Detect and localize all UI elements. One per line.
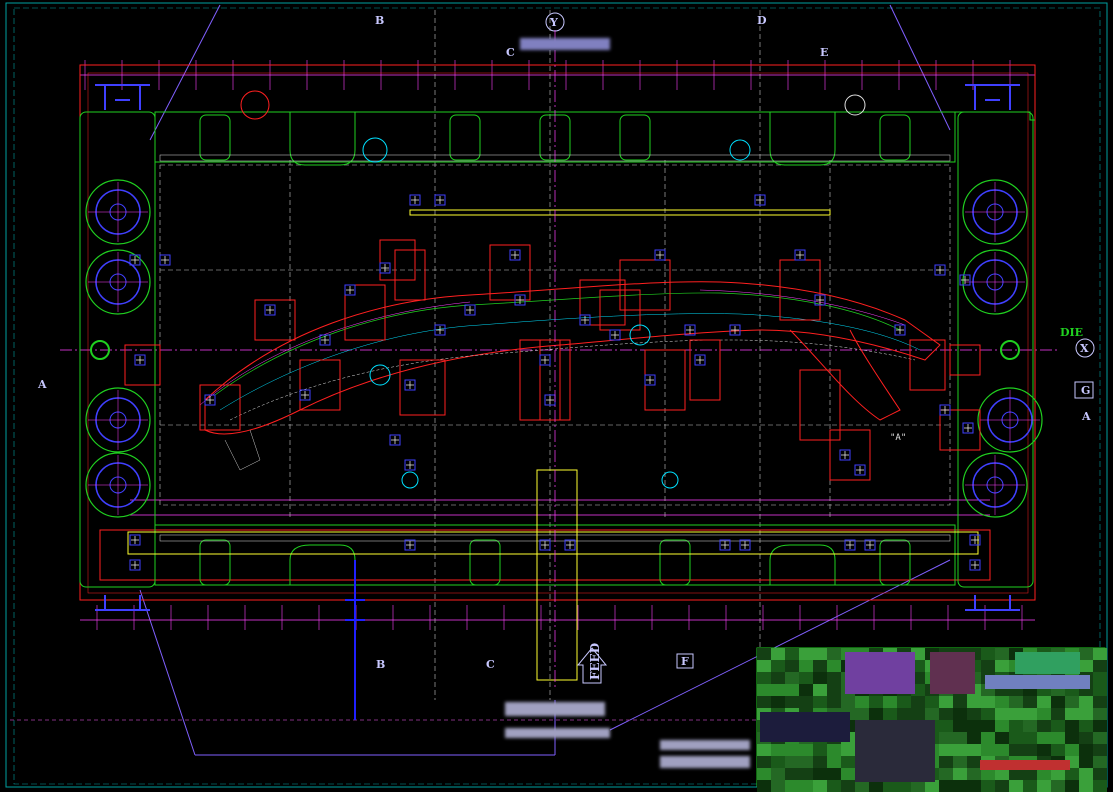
lifting-handles (95, 84, 1020, 611)
section-g-right: G (1081, 384, 1090, 397)
x-axis-circle (1075, 338, 1095, 358)
cyan-holes (240, 90, 866, 489)
section-c-bottom: C (486, 658, 495, 671)
section-c-top: C (506, 46, 515, 59)
guide-posts (85, 179, 1043, 518)
yellow-rails (127, 209, 979, 681)
sheet-border (5, 2, 1108, 788)
title-block (756, 647, 1107, 792)
section-a-left: A (37, 378, 47, 391)
section-d-top: D (757, 14, 767, 27)
dimension-ticks-bottom (96, 605, 1023, 630)
blurred-title-top (520, 38, 610, 50)
construction-lines (10, 4, 951, 756)
section-b-top: B (375, 14, 384, 27)
section-e-top: E (820, 46, 828, 59)
section-a-right: A (1081, 410, 1091, 423)
feed-guide-bar (345, 560, 365, 720)
die-outline (79, 64, 1036, 601)
sheet-border-inner (13, 7, 1101, 785)
die-centerline-label: DIE (1060, 326, 1083, 339)
detail-a-label: "A" (890, 433, 906, 443)
pad-blocks (124, 239, 981, 481)
section-b-bottom: B (376, 658, 385, 671)
component-markers (129, 194, 981, 571)
feed-arrow: FEED (576, 643, 608, 684)
section-g-box (1074, 381, 1094, 399)
y-axis-label: Y (549, 16, 558, 29)
section-f-bottom: F (681, 655, 689, 668)
feed-label: FEED (588, 643, 602, 680)
blurred-notes-bottom (505, 702, 750, 768)
x-axis-label: X (1080, 342, 1089, 355)
section-markers: B C D E B C F D G A A (37, 14, 1091, 671)
section-f-box (676, 653, 694, 669)
